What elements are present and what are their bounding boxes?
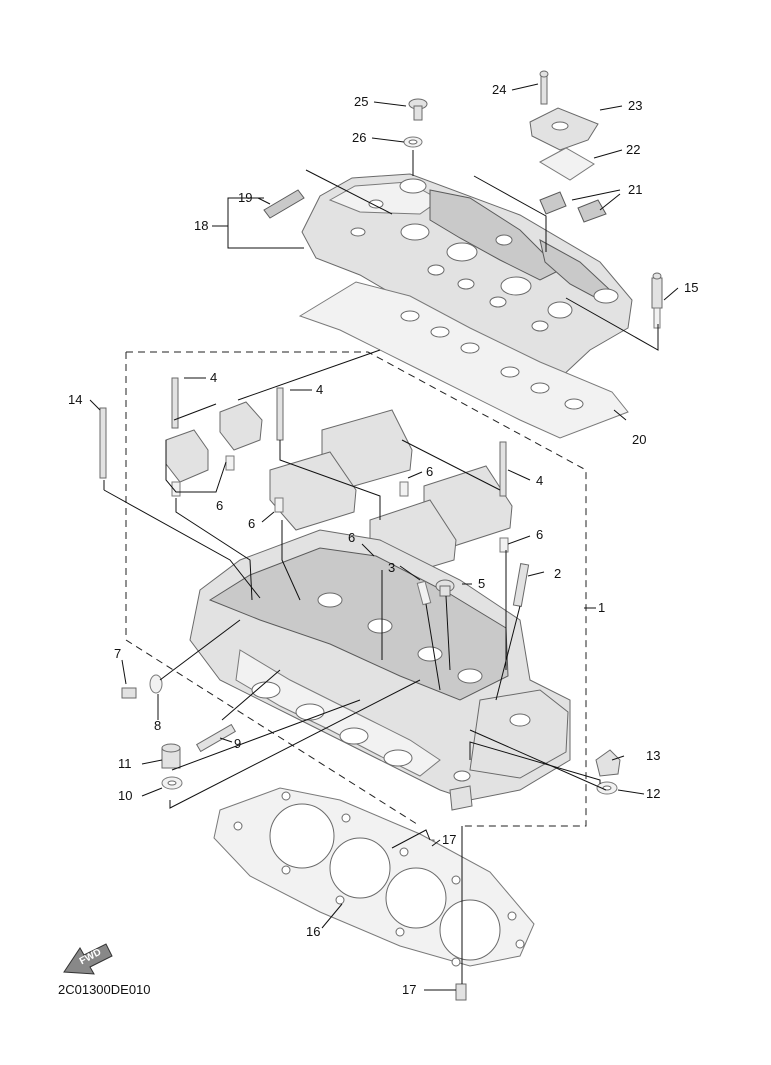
- callout-15: 15: [684, 280, 698, 295]
- spark-plug: [651, 272, 663, 329]
- cylinder-head-cover: [301, 173, 633, 379]
- callout-20: 20: [632, 432, 646, 447]
- callout-16: 16: [306, 924, 320, 939]
- callout-1: 1: [598, 600, 605, 615]
- callout-6: 6: [248, 516, 255, 531]
- callout-19: 19: [238, 190, 252, 205]
- callout-9: 9: [234, 736, 241, 751]
- cover-gasket: [298, 281, 629, 439]
- cylinder-head: [189, 529, 571, 811]
- head-gasket: [213, 787, 535, 967]
- diagram-code: 2C01300DE010: [58, 982, 151, 997]
- callout-4: 4: [210, 370, 217, 385]
- camshaft-caps: [99, 377, 513, 579]
- callout-23: 23: [628, 98, 642, 113]
- callout-labels: 1 2 3 4 4 4 5 6 6 6 6 6 7 8 9 10 11 12 1…: [68, 82, 698, 997]
- callout-4: 4: [316, 382, 323, 397]
- callout-7: 7: [114, 646, 121, 661]
- callout-12: 12: [646, 786, 660, 801]
- callout-26: 26: [352, 130, 366, 145]
- callout-6: 6: [536, 527, 543, 542]
- cover-bracket-19: [263, 189, 305, 219]
- callout-14: 14: [68, 392, 82, 407]
- callout-3: 3: [388, 560, 395, 575]
- cover-bolt-and-washer: [403, 98, 428, 148]
- callout-6: 6: [348, 530, 355, 545]
- callout-4: 4: [536, 473, 543, 488]
- callout-10: 10: [118, 788, 132, 803]
- leader-lines: [89, 83, 679, 991]
- callout-22: 22: [626, 142, 640, 157]
- callout-25: 25: [354, 94, 368, 109]
- callout-18: 18: [194, 218, 208, 233]
- callout-17: 17: [442, 832, 456, 847]
- callout-11: 11: [118, 756, 132, 771]
- callout-2: 2: [554, 566, 561, 581]
- callout-24: 24: [492, 82, 506, 97]
- breather-plate-assembly: [529, 70, 607, 223]
- callout-8: 8: [154, 718, 161, 733]
- callout-5: 5: [478, 576, 485, 591]
- small-hardware: [121, 563, 621, 1001]
- fwd-arrow-icon: FWD: [63, 943, 113, 975]
- callout-13: 13: [646, 748, 660, 763]
- assembly-boundary-dashed: [125, 351, 587, 827]
- callout-21: 21: [628, 182, 642, 197]
- callout-6: 6: [216, 498, 223, 513]
- callout-6: 6: [426, 464, 433, 479]
- callout-17: 17: [402, 982, 416, 997]
